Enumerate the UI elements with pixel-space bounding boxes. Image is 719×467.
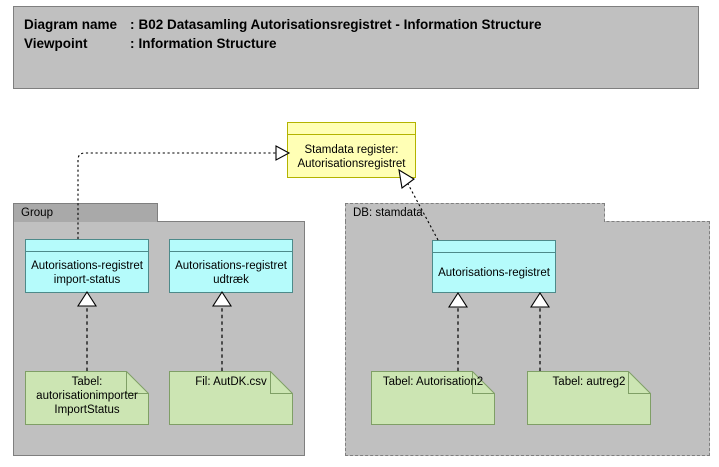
data-object-autorisationsregistret-label: Autorisations-registret <box>438 267 550 279</box>
artifact-fil-autdk[interactable]: Fil: AutDK.csv <box>169 371 293 425</box>
data-object-import-status[interactable]: Autorisations-registret import-status <box>25 239 149 293</box>
diagram-name-separator: : <box>130 17 135 32</box>
artifact-fil-autdk-label: Fil: AutDK.csv <box>195 376 267 388</box>
viewpoint-key: Viewpoint <box>24 36 88 51</box>
artifact-tabel-importstatus[interactable]: Tabel: autorisationimporter ImportStatus <box>25 371 149 425</box>
diagram-title-banner: Diagram name : B02 Datasamling Autorisat… <box>13 6 699 89</box>
diagram-name-key: Diagram name <box>24 17 118 32</box>
data-object-autorisationsregistret-header-bar <box>433 241 555 253</box>
artifact-tabel-importstatus-label: Tabel: autorisationimporter ImportStatus <box>36 376 138 416</box>
diagram-name-value: B02 Datasamling Autorisationsregistret -… <box>138 17 542 32</box>
data-object-udtraek-label: Autorisations-registret udtræk <box>175 259 287 286</box>
data-object-import-status-label: Autorisations-registret import-status <box>31 259 143 286</box>
artifact-tabel-autreg2-label: Tabel: autreg2 <box>552 376 626 388</box>
business-object-header-bar <box>288 123 415 135</box>
business-object-label: Stamdata register: Autorisationsregistre… <box>297 143 406 170</box>
group-container-group-tab: Group <box>13 203 158 222</box>
viewpoint-row: Viewpoint : Information Structure <box>24 34 698 53</box>
artifact-tabel-autorisation2[interactable]: Tabel: Autorisation2 <box>371 371 495 425</box>
data-object-udtraek[interactable]: Autorisations-registret udtræk <box>169 239 293 293</box>
viewpoint-value: Information Structure <box>138 36 277 51</box>
data-object-import-status-header-bar <box>26 240 148 252</box>
artifact-shape <box>371 371 495 425</box>
business-object-stamdata-register[interactable]: Stamdata register: Autorisationsregistre… <box>287 122 416 178</box>
group-container-group-label: Group <box>21 207 53 219</box>
artifact-shape <box>527 371 651 425</box>
artifact-shape <box>169 371 293 425</box>
data-object-udtraek-header-bar <box>170 240 292 252</box>
group-container-db-stamdata-label: DB: stamdata <box>353 207 423 219</box>
data-object-autorisationsregistret[interactable]: Autorisations-registret <box>432 240 556 293</box>
artifact-shape <box>25 371 149 425</box>
artifact-tabel-autreg2[interactable]: Tabel: autreg2 <box>527 371 651 425</box>
viewpoint-separator: : <box>130 36 135 51</box>
diagram-name-row: Diagram name : B02 Datasamling Autorisat… <box>24 15 698 34</box>
group-container-db-stamdata-tab: DB: stamdata <box>345 203 605 222</box>
artifact-tabel-autorisation2-label: Tabel: Autorisation2 <box>382 376 484 388</box>
